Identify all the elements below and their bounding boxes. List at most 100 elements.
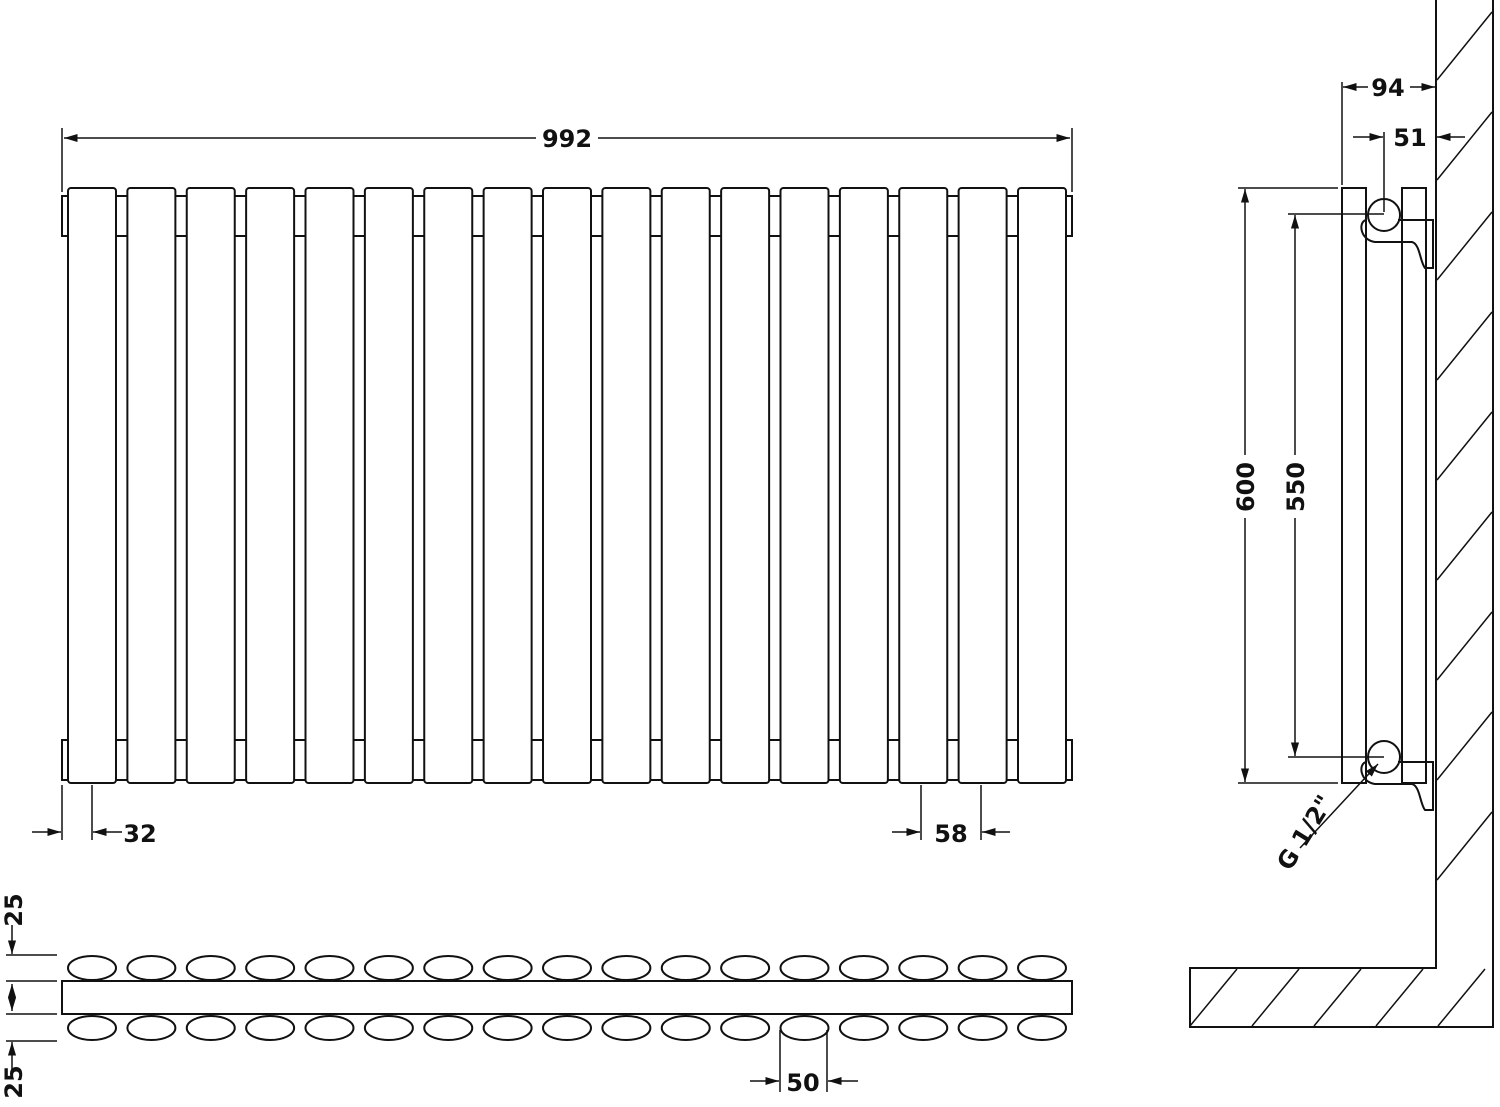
panel-section-rear bbox=[482, 1015, 533, 1041]
wall-hatch-line bbox=[1436, 511, 1493, 581]
right-header-stub-top bbox=[1066, 195, 1073, 237]
bottom-wall-bracket bbox=[1360, 761, 1434, 811]
wall-hatch-line bbox=[1436, 211, 1493, 281]
dimension-label-58: 58 bbox=[934, 820, 967, 848]
radiator-panel bbox=[720, 187, 771, 784]
radiator-panel bbox=[245, 187, 296, 784]
panel-section-front bbox=[779, 955, 830, 981]
radiator-panel bbox=[423, 187, 474, 784]
dimension-height: 600 bbox=[1232, 187, 1338, 784]
wall-hatch-line bbox=[1436, 711, 1493, 781]
panel-section-rear bbox=[185, 1015, 236, 1041]
radiator-panel bbox=[67, 187, 117, 784]
panel-section-front bbox=[957, 955, 1008, 981]
radiator-panel bbox=[363, 187, 414, 784]
panel-section-rear bbox=[1017, 1015, 1067, 1041]
panel-section-front bbox=[126, 955, 177, 981]
panel-section-rear bbox=[67, 1015, 117, 1041]
radiator-panel bbox=[482, 187, 533, 784]
right-header-stub-bottom bbox=[1066, 739, 1073, 781]
radiator-panel bbox=[660, 187, 711, 784]
panel-section-rear bbox=[957, 1015, 1008, 1041]
wall-hatch-line bbox=[1436, 411, 1493, 481]
dimension-label-50: 50 bbox=[786, 1069, 819, 1097]
panel-section-front bbox=[838, 955, 889, 981]
wall-hatch-line bbox=[1436, 11, 1493, 81]
panel-section-rear bbox=[898, 1015, 949, 1041]
panel-section-front bbox=[542, 955, 592, 981]
rear-panel-profile bbox=[1401, 187, 1427, 784]
side-view: 94 51 600 550 G 1/2" bbox=[1189, 0, 1494, 1028]
wall-hatch-line bbox=[1436, 611, 1493, 681]
panel-section-rear bbox=[363, 1015, 414, 1041]
front-panel-profile bbox=[1341, 187, 1367, 784]
dimension-label-600: 600 bbox=[1232, 462, 1260, 512]
radiator-panel bbox=[304, 187, 355, 784]
panel-section-front bbox=[482, 955, 533, 981]
radiator-panel bbox=[779, 187, 830, 784]
panel-section-rear bbox=[601, 1015, 652, 1041]
panel-section-rear bbox=[304, 1015, 355, 1041]
dimension-label-94: 94 bbox=[1371, 74, 1404, 102]
dimension-depth: 25 25 bbox=[0, 893, 57, 1099]
dimension-panel-pitch: 58 bbox=[892, 785, 1010, 848]
dimension-overall-width: 992 bbox=[61, 125, 1073, 192]
floor-hatch-line bbox=[1375, 968, 1424, 1027]
dimension-wall-to-front: 94 bbox=[1341, 74, 1435, 185]
panel-section-rear bbox=[245, 1015, 296, 1041]
left-header-stub-bottom bbox=[61, 739, 68, 781]
wall-and-floor bbox=[1189, 0, 1494, 1028]
radiator-panel bbox=[1017, 187, 1067, 784]
panel-section-rear bbox=[720, 1015, 771, 1041]
dimension-label-32: 32 bbox=[123, 820, 156, 848]
floor-hatch-line bbox=[1313, 968, 1362, 1027]
dimension-pipe-pitch: 50 bbox=[750, 1030, 858, 1097]
top-view: 25 25 50 bbox=[0, 893, 1073, 1099]
dimension-label-992: 992 bbox=[542, 125, 592, 153]
panel-section-front bbox=[245, 955, 296, 981]
panel-section-front bbox=[67, 955, 117, 981]
dimension-end-offset: 32 bbox=[32, 785, 157, 848]
dimension-pipe-centers: 550 bbox=[1282, 213, 1384, 758]
radiator-panel bbox=[601, 187, 652, 784]
panel-section-rear bbox=[779, 1015, 830, 1041]
radiator-panel bbox=[838, 187, 889, 784]
panel-section-front bbox=[898, 955, 949, 981]
header-bar bbox=[61, 980, 1073, 1015]
panel-section-front bbox=[185, 955, 236, 981]
panel-section-front bbox=[304, 955, 355, 981]
panel-section-front bbox=[1017, 955, 1067, 981]
panel-section-front bbox=[720, 955, 771, 981]
radiator-panel bbox=[898, 187, 949, 784]
radiator-panel bbox=[126, 187, 177, 784]
panel-section-front bbox=[601, 955, 652, 981]
dimension-wall-to-pipe: 51 bbox=[1353, 124, 1465, 212]
front-view: 992 32 58 bbox=[32, 125, 1073, 848]
panel-section-rear bbox=[542, 1015, 592, 1041]
dimension-label-550: 550 bbox=[1282, 462, 1310, 512]
radiator-panel bbox=[185, 187, 236, 784]
panel-section-rear bbox=[660, 1015, 711, 1041]
panel-section-rear bbox=[838, 1015, 889, 1041]
panel-section-front bbox=[363, 955, 414, 981]
wall-hatch-line bbox=[1436, 311, 1493, 381]
left-header-stub-top bbox=[61, 195, 68, 237]
dimension-label-25-bottom: 25 bbox=[0, 1065, 28, 1098]
connection-callout: G 1/2" bbox=[1271, 763, 1379, 875]
wall-hatch-line bbox=[1436, 811, 1493, 881]
wall-hatch-line bbox=[1436, 111, 1493, 181]
floor-hatch-line bbox=[1251, 968, 1300, 1027]
radiator-panel bbox=[542, 187, 592, 784]
dimension-label-25-top: 25 bbox=[0, 893, 28, 926]
panel-section-rear bbox=[423, 1015, 474, 1041]
panel-section-rear bbox=[126, 1015, 177, 1041]
panel-section-front bbox=[423, 955, 474, 981]
top-wall-bracket bbox=[1360, 219, 1434, 269]
floor-hatch-line bbox=[1189, 968, 1238, 1027]
floor-hatch-line bbox=[1437, 968, 1486, 1027]
radiator-panel bbox=[957, 187, 1008, 784]
connection-size-label: G 1/2" bbox=[1271, 790, 1339, 875]
panel-section-front bbox=[660, 955, 711, 981]
dimension-label-51: 51 bbox=[1393, 124, 1426, 152]
